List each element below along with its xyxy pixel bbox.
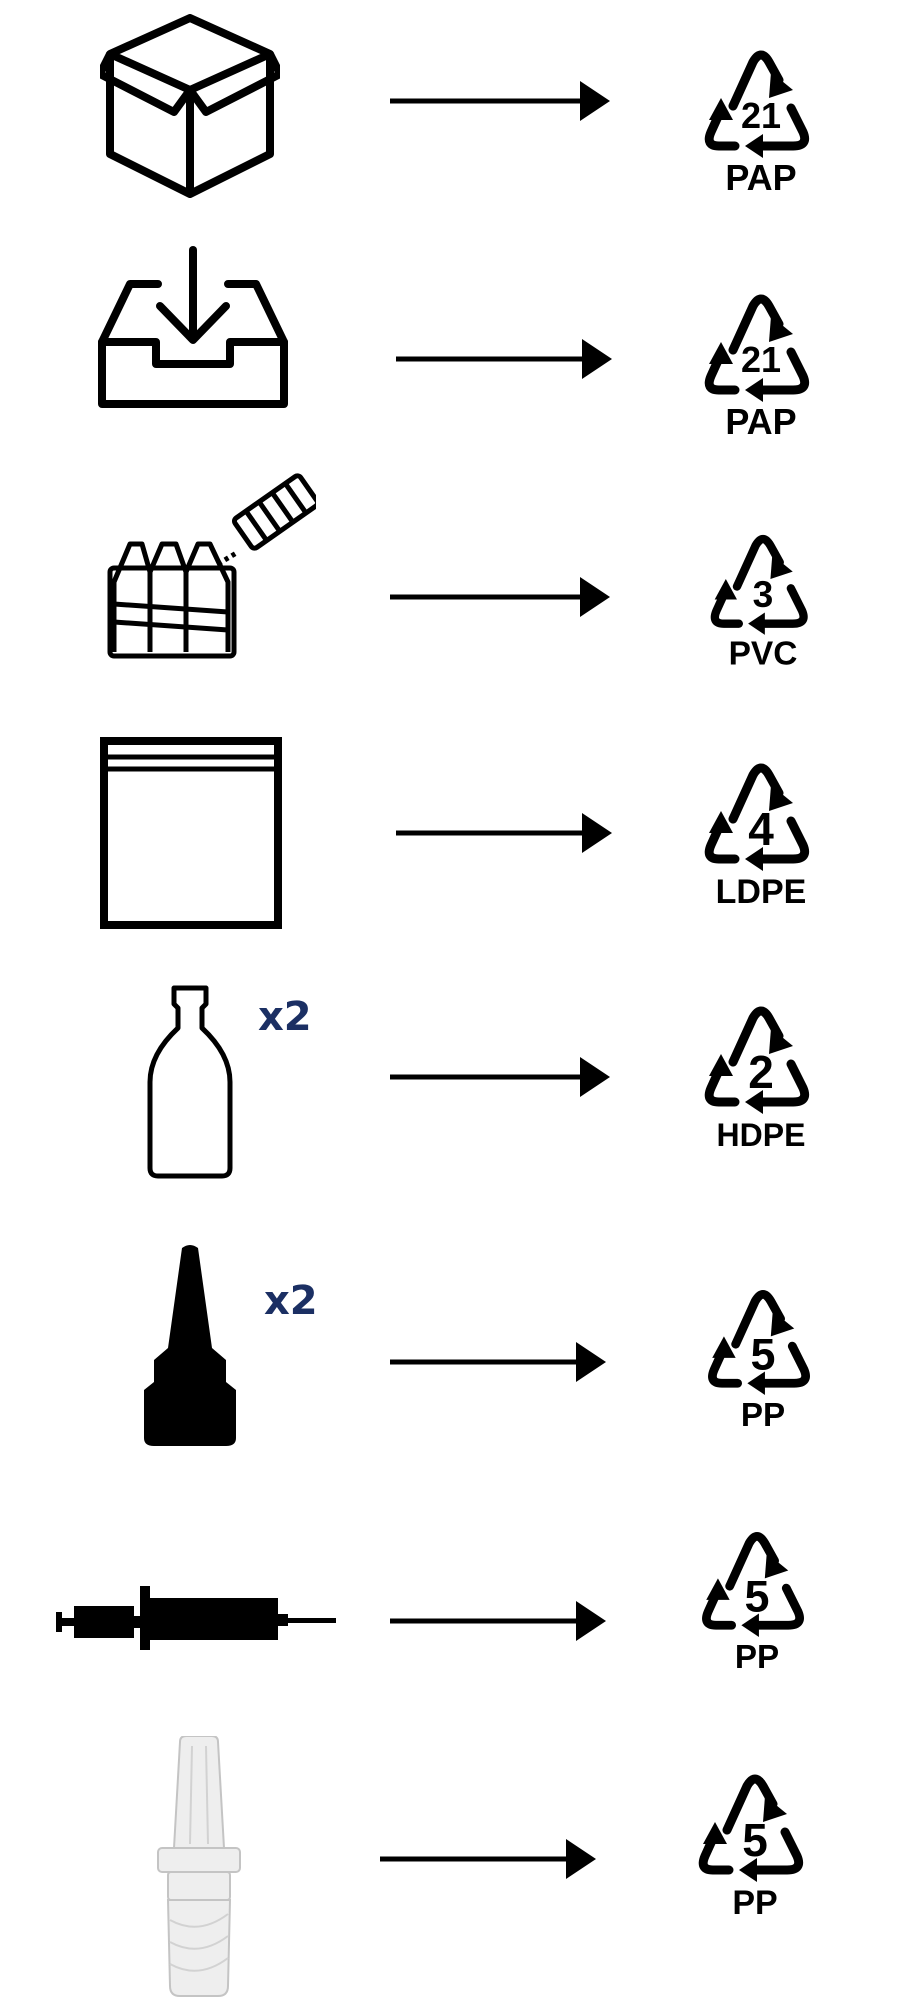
- row-blister-pack: 3 PVC: [0, 472, 914, 692]
- recycling-triangle-icon: 21 PAP: [686, 272, 836, 442]
- recycling-triangle-icon: 5 PP: [684, 1510, 830, 1676]
- material-label: PVC: [729, 636, 798, 672]
- material-label: HDPE: [717, 1117, 806, 1153]
- material-label: PP: [732, 1884, 777, 1922]
- recycle-code: 4: [748, 803, 774, 855]
- right-arrow-icon: [390, 1057, 610, 1097]
- recycling-triangle-icon: 2 HDPE: [686, 984, 836, 1153]
- row-inbox-tray: 21 PAP: [0, 246, 914, 446]
- row-adapter: 5 PP: [0, 1736, 914, 2006]
- row-dropper-tip: x2 5 PP: [0, 1242, 914, 1482]
- inbox-tray-icon: [98, 246, 288, 408]
- recycle-code: 5: [745, 1571, 770, 1622]
- material-label: PP: [735, 1639, 779, 1676]
- recycling-triangle-icon: 3 PVC: [694, 514, 832, 672]
- material-label: PAP: [725, 401, 796, 442]
- zip-bag-icon: [100, 737, 282, 929]
- right-arrow-icon: [380, 1839, 596, 1879]
- recycle-code: 3: [753, 573, 774, 615]
- right-arrow-icon: [390, 1601, 606, 1641]
- box-icon: [100, 14, 280, 198]
- bottle-icon: [147, 985, 233, 1179]
- material-label: PAP: [725, 157, 796, 198]
- row-syringe: 5 PP: [0, 1490, 914, 1730]
- blister-pack-icon: [107, 473, 316, 659]
- row-bottle: x2 2 HDPE: [0, 978, 914, 1198]
- recycling-triangle-icon: 5 PP: [680, 1752, 830, 1922]
- row-box: 21 PAP: [0, 0, 914, 200]
- material-label: LDPE: [716, 873, 807, 911]
- quantity-label: x2: [258, 994, 312, 1040]
- recycling-triangle-icon: 4 LDPE: [686, 741, 836, 911]
- quantity-label: x2: [264, 1278, 318, 1324]
- syringe-icon: [56, 1586, 336, 1650]
- recycle-code: 5: [742, 1814, 768, 1866]
- recycle-code: 21: [741, 339, 781, 380]
- right-arrow-icon: [396, 813, 612, 853]
- right-arrow-icon: [390, 81, 610, 121]
- dropper-tip-icon: [144, 1245, 236, 1446]
- recycle-code: 21: [741, 95, 781, 136]
- right-arrow-icon: [396, 339, 612, 379]
- right-arrow-icon: [390, 1342, 606, 1382]
- recycling-triangle-icon: 21 PAP: [686, 28, 836, 198]
- row-zip-bag: 4 LDPE: [0, 735, 914, 955]
- recycle-code: 5: [751, 1329, 776, 1380]
- adapter-icon: [157, 1736, 241, 1997]
- recycling-triangle-icon: 5 PP: [690, 1268, 836, 1434]
- right-arrow-icon: [390, 577, 610, 617]
- material-label: PP: [741, 1397, 785, 1434]
- recycle-code: 2: [748, 1046, 774, 1098]
